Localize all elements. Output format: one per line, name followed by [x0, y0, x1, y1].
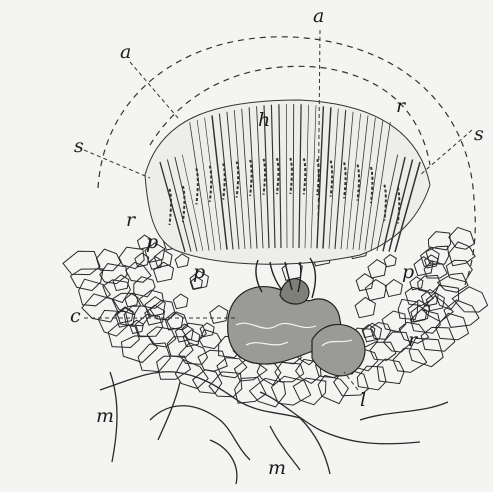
hypha-strand [300, 418, 330, 474]
mesh-cell [414, 257, 433, 276]
hypha-strand [210, 440, 237, 484]
label-s-right: s [474, 123, 484, 145]
tissue-cell [449, 227, 475, 249]
label-r-top: r [396, 95, 407, 117]
tissue-cell [446, 260, 472, 281]
label-c: c [70, 305, 81, 327]
label-p-right: p [402, 261, 414, 283]
tissue-cell [382, 311, 406, 332]
label-p-center: p [193, 261, 205, 283]
mesh-cell [355, 297, 375, 317]
label-r-left: r [126, 209, 137, 231]
tissue-cell [134, 277, 155, 297]
mesh-cell [175, 254, 189, 268]
mesh-cell [210, 306, 228, 324]
mesh-cell [113, 275, 129, 291]
tissue-cell [318, 376, 348, 404]
label-l: l [360, 389, 366, 411]
mesh-cell [368, 260, 386, 278]
tissue-cell [63, 251, 100, 274]
label-a-top: a [313, 5, 324, 27]
label-s-left: s [74, 135, 84, 157]
tissue-cell [357, 366, 386, 390]
tissue-cell [199, 330, 221, 349]
label-m-left: m [96, 405, 114, 427]
tissue-cell [435, 285, 459, 310]
hypha-strand [360, 402, 448, 420]
hymenium-disc [145, 100, 430, 264]
label-m-bottom: m [268, 457, 286, 479]
hypha-strand [100, 372, 300, 418]
mesh-cell [173, 294, 188, 309]
hypha-strand [260, 392, 420, 444]
label-r-right: r [408, 329, 419, 351]
tissue-cell [97, 249, 121, 271]
label-h: h [258, 109, 270, 131]
tissue-cell [452, 287, 487, 312]
label-p-left: p [146, 231, 158, 253]
mesh-cell [365, 280, 386, 301]
hypha-strand [150, 406, 250, 460]
mesh-cell [385, 280, 402, 297]
label-a-left: a [120, 41, 131, 63]
tissue-cell [217, 358, 247, 378]
